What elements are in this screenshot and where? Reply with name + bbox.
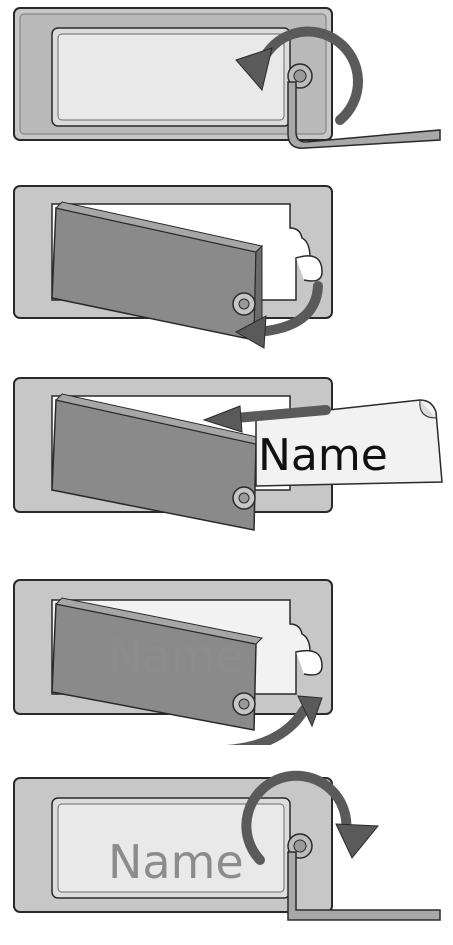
frame: Name bbox=[13, 777, 333, 913]
name-card: Name bbox=[255, 399, 443, 487]
rotate-ccw-arrow bbox=[234, 281, 323, 349]
cover-tilted: Name bbox=[51, 597, 264, 731]
frame bbox=[13, 7, 333, 141]
step-2-open-cover bbox=[0, 180, 453, 365]
card-name-text: Name bbox=[258, 430, 388, 481]
step-1-unscrew bbox=[0, 0, 453, 185]
hex-key-icon bbox=[287, 81, 441, 149]
torx-screw-icon bbox=[232, 486, 256, 510]
step-4-close-cover: Name bbox=[0, 560, 453, 745]
instruction-diagram: Name Name bbox=[0, 0, 453, 921]
rotate-cw-arrow bbox=[225, 695, 323, 745]
card-name-text: Name bbox=[108, 629, 244, 683]
torx-screw-icon bbox=[232, 292, 256, 316]
torx-screw-icon bbox=[287, 833, 313, 859]
cover-tilted bbox=[51, 201, 263, 342]
insert-arrow bbox=[202, 405, 331, 433]
hex-key-icon bbox=[287, 851, 441, 921]
card-name-text: Name bbox=[108, 835, 244, 889]
rotate-cw-arrow bbox=[241, 770, 380, 865]
step-5-screw: Name bbox=[0, 760, 453, 945]
rotate-ccw-arrow bbox=[235, 26, 363, 125]
torx-screw-icon bbox=[232, 692, 256, 716]
step-3-insert-card: Name bbox=[0, 370, 453, 555]
